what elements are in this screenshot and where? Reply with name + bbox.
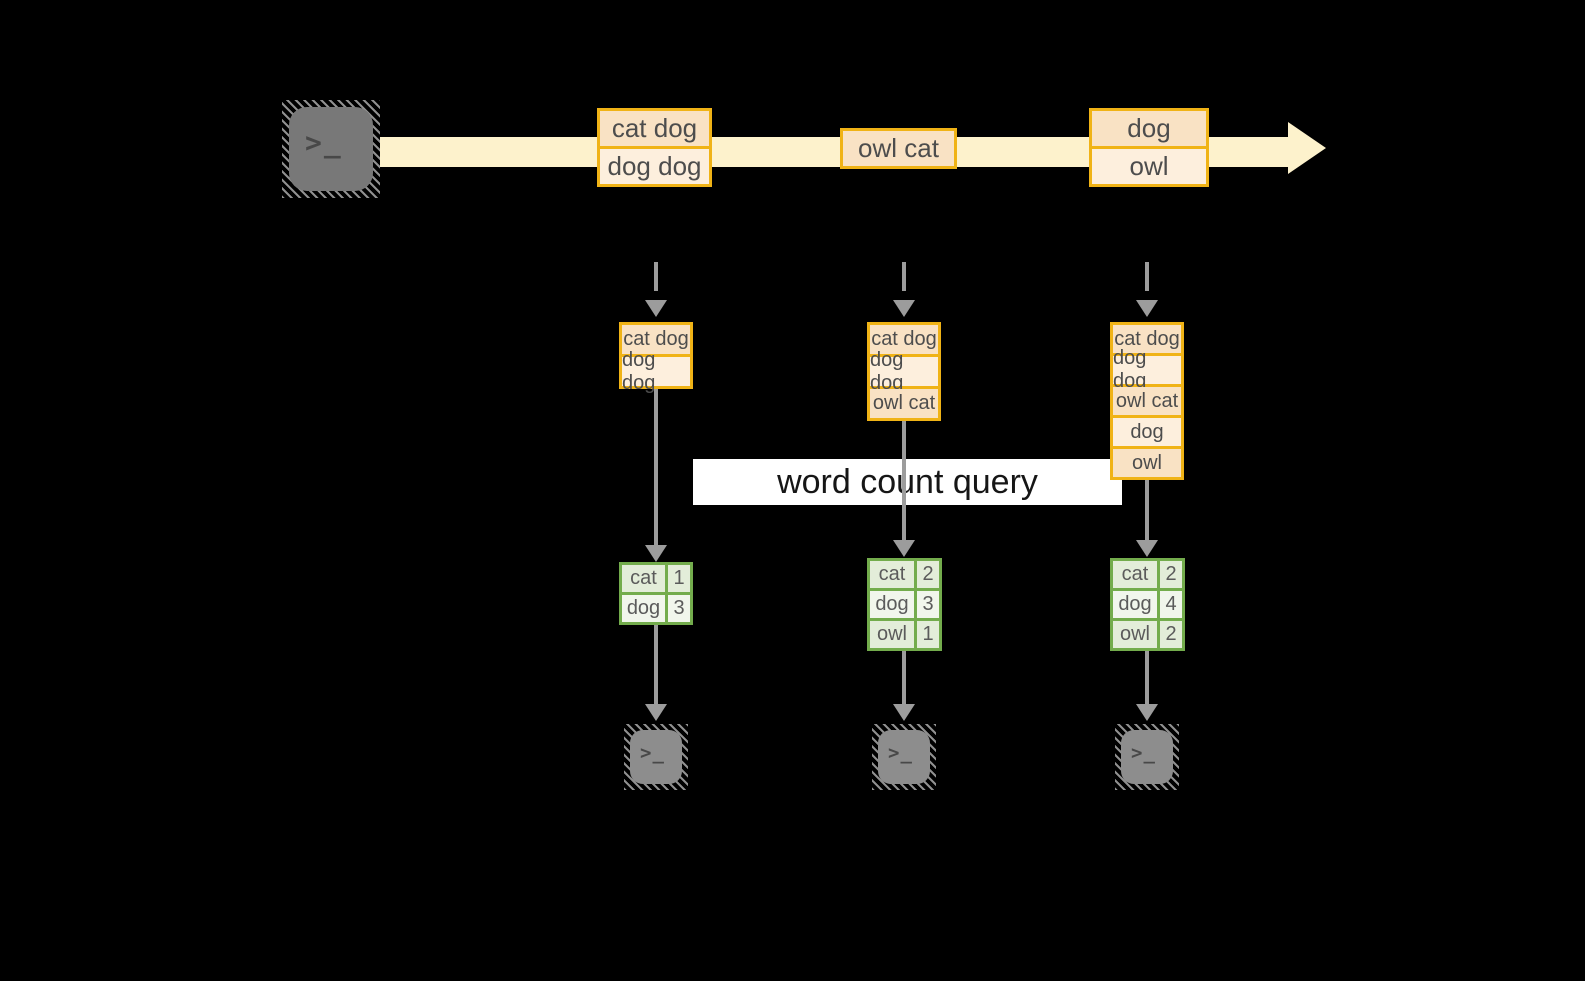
count-value: 3: [917, 591, 939, 618]
terminal-prompt-glyph: >_: [888, 742, 913, 764]
down-arrowhead-icon: [1136, 540, 1158, 557]
buffer-stack-3: cat dog dog dog owl cat dog owl: [1110, 322, 1184, 480]
count-table-2: cat 2 dog 3 owl 1: [867, 558, 942, 651]
count-word: dog: [870, 591, 914, 618]
buffer-line: owl: [1113, 449, 1181, 477]
stream-event-line: dog: [1092, 111, 1206, 146]
count-table-3: cat 2 dog 4 owl 2: [1110, 558, 1185, 651]
dashed-arrow-line: [902, 262, 906, 291]
count-word: owl: [1113, 621, 1157, 648]
down-arrowhead-icon: [1136, 704, 1158, 721]
count-table-1: cat 1 dog 3: [619, 562, 693, 625]
stream-event-box-1: cat dog dog dog: [597, 108, 712, 187]
down-arrowhead-icon: [893, 540, 915, 557]
down-arrowhead-icon: [645, 300, 667, 317]
stream-event-line: owl: [1092, 149, 1206, 184]
terminal-prompt-glyph: >_: [640, 742, 665, 764]
connector-line: [1145, 651, 1149, 705]
terminal-output-icon: >_: [624, 724, 688, 790]
buffer-stack-1: cat dog dog dog: [619, 322, 693, 394]
buffer-line: dog dog: [870, 349, 938, 394]
connector-line: [902, 421, 906, 540]
terminal-output-icon: >_: [1115, 724, 1179, 790]
dashed-arrow-line: [1145, 262, 1149, 291]
down-arrowhead-icon: [893, 300, 915, 317]
count-word: cat: [622, 565, 665, 592]
buffer-line: cat dog: [870, 325, 938, 354]
dashed-arrow-line: [654, 262, 658, 291]
count-value: 2: [1160, 561, 1182, 588]
connector-line: [654, 389, 658, 546]
buffer-line: owl cat: [870, 389, 938, 418]
down-arrowhead-icon: [645, 704, 667, 721]
query-label: word count query: [693, 459, 1122, 505]
count-value: 2: [1160, 621, 1182, 648]
terminal-source-body: >_: [289, 107, 373, 191]
stream-arrowhead-icon: [1288, 122, 1326, 174]
stream-event-line: owl cat: [843, 131, 954, 166]
buffer-line: cat dog: [622, 325, 690, 354]
stream-event-line: dog dog: [600, 149, 709, 184]
count-value: 4: [1160, 591, 1182, 618]
terminal-source-icon: >_: [282, 100, 380, 198]
count-word: cat: [1113, 561, 1157, 588]
terminal-output-body: >_: [630, 730, 682, 784]
count-word: owl: [870, 621, 914, 648]
buffer-stack-2: cat dog dog dog owl cat: [867, 322, 941, 421]
terminal-output-icon: >_: [872, 724, 936, 790]
buffer-line: dog dog: [1113, 347, 1181, 392]
connector-line: [902, 651, 906, 705]
buffer-line: owl cat: [1113, 387, 1181, 415]
connector-line: [654, 625, 658, 705]
connector-line: [1145, 480, 1149, 540]
count-word: dog: [1113, 591, 1157, 618]
buffer-line: cat dog: [1113, 325, 1181, 353]
count-word: cat: [870, 561, 914, 588]
stream-event-line: cat dog: [600, 111, 709, 146]
down-arrowhead-icon: [1136, 300, 1158, 317]
count-value: 3: [668, 595, 690, 622]
count-value: 1: [668, 565, 690, 592]
count-word: dog: [622, 595, 665, 622]
down-arrowhead-icon: [893, 704, 915, 721]
down-arrowhead-icon: [645, 545, 667, 562]
count-value: 1: [917, 621, 939, 648]
terminal-output-body: >_: [878, 730, 930, 784]
query-label-text: word count query: [777, 462, 1038, 501]
terminal-output-body: >_: [1121, 730, 1173, 784]
count-value: 2: [917, 561, 939, 588]
stream-event-box-2: owl cat: [840, 128, 957, 169]
stream-event-box-3: dog owl: [1089, 108, 1209, 187]
buffer-line: dog: [1113, 418, 1181, 446]
buffer-line: dog dog: [622, 349, 690, 394]
terminal-prompt-glyph: >_: [1131, 742, 1156, 764]
terminal-prompt-glyph: >_: [305, 126, 343, 159]
